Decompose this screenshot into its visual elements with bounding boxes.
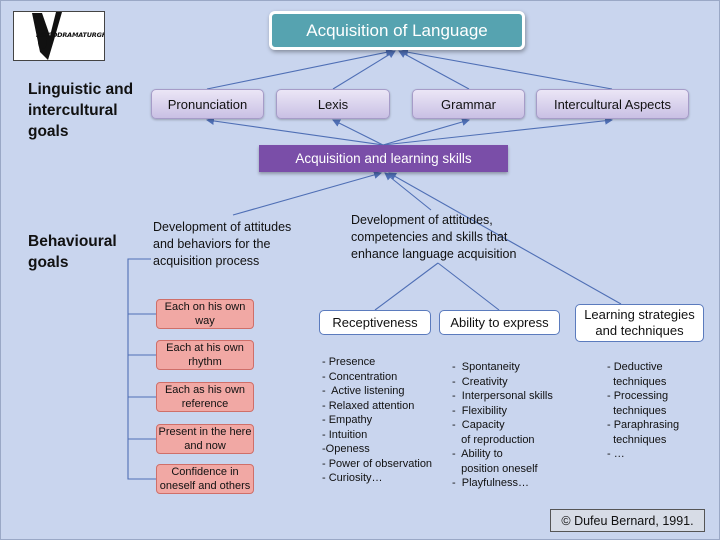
list-item: position oneself [452,462,538,475]
list-item: of reproduction [452,433,535,446]
development-behaviors-text: Development of attitudes and behaviors f… [153,220,292,268]
list-item: - Creativity [452,375,508,388]
list-item: - Paraphrasing [607,419,680,431]
behaviour-box-own-way: Each on his own way [156,299,254,329]
behaviour-bracket [127,258,156,480]
learning-strategies-list: - Deductive techniques - Processing tech… [607,360,707,462]
list-item: techniques [607,404,667,417]
link-skills-lexis [332,119,384,146]
list-item: - Relaxed attention [322,399,415,412]
link-dev-behaviors-skills [232,171,382,216]
receptiveness-list: - Presence - Concentration - Active list… [322,355,442,486]
list-item: - Capacity [452,419,505,431]
link-skills-grammar [382,118,470,146]
link-strategies-skills [388,172,622,305]
list-item: - Spontaneity [452,361,520,373]
ability-to-express-list: - Spontaneity - Creativity - Interperson… [452,360,572,491]
behaviour-box-own-rhythm: Each at his own rhythm [156,340,254,370]
link-intercultural-title [400,48,613,90]
list-item: techniques [607,433,667,446]
link-receptiveness-dev [374,262,439,311]
list-item: - Intuition [322,428,368,441]
goal-pronunciation: Pronunciation [151,89,264,119]
diagram-title: Acquisition of Language [306,20,488,40]
list-item: - Deductive [607,361,663,373]
link-lexis-title [332,50,396,90]
acquisition-skills-box: Acquisition and learning skills [259,145,508,172]
linguistic-goals-label: Linguistic and intercultural goals [28,81,134,140]
list-item: - Flexibility [452,404,508,417]
link-pronunciation-title [206,48,394,90]
list-item: - Interpersonal skills [452,390,553,402]
link-skills-pronunciation [206,117,384,146]
goal-grammar: Grammar [412,89,525,119]
development-enhance-text: Development of attitudes, competencies a… [351,213,517,261]
list-item: -Openess [322,443,370,455]
title-box: Acquisition of Language [269,11,525,50]
logo-wordmark: PSICODRAMATURGHE [36,31,105,39]
behaviour-box-own-reference: Each as his own reference [156,382,254,412]
link-grammar-title [398,50,470,90]
behavioural-goals-label: Behavioural goals [28,233,117,271]
theatre-mask-icon [32,12,62,60]
list-item: - Curiosity… [322,472,383,484]
list-item: - Playfulness… [452,477,530,489]
list-item: - Empathy [322,414,373,426]
behaviour-box-confidence: Confidence in oneself and others [156,464,254,494]
category-ability-to-express: Ability to express [439,310,560,335]
list-item: - … [607,448,625,460]
list-item: - Processing [607,390,669,402]
list-item: techniques [607,375,667,388]
link-skills-intercultural [382,116,613,146]
list-item: - Concentration [322,370,398,383]
category-learning-strategies: Learning strategies and techniques [575,304,704,342]
goal-lexis: Lexis [276,89,390,119]
list-item: - Ability to [452,448,503,460]
goal-intercultural-aspects: Intercultural Aspects [536,89,689,119]
category-receptiveness: Receptiveness [319,310,431,335]
behaviour-box-here-and-now: Present in the here and now [156,424,254,454]
list-item: - Presence [322,356,376,368]
link-express-dev [437,262,500,311]
list-item: - Active listening [322,385,405,397]
link-dev-enhance-skills [384,172,432,211]
copyright-notice: © Dufeu Bernard, 1991. [550,509,705,532]
list-item: - Power of observation [322,457,433,470]
psicodramaturghe-logo: PSICODRAMATURGHE [13,11,105,61]
